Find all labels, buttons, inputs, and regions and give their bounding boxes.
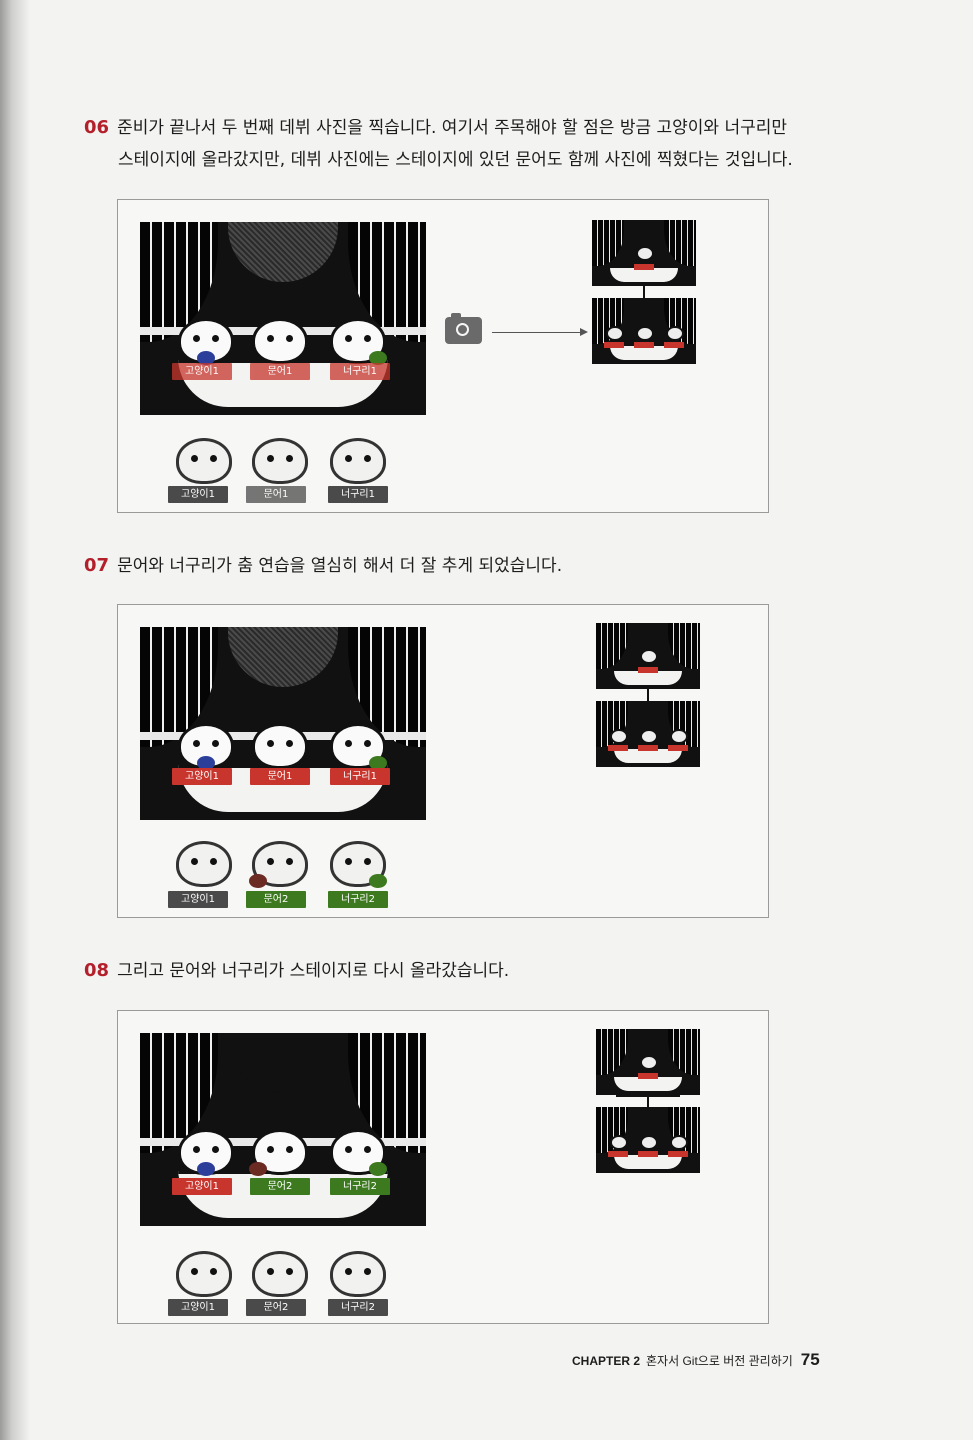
stage-backdrop [228, 627, 338, 687]
stage-tag-cat: 고양이1 [172, 768, 232, 785]
figure-08: 고양이1 문어2 너구리2 고양이1 문어2 너구리2 [117, 1010, 769, 1324]
step-text-line2: 스테이지에 올라갔지만, 데뷔 사진에는 스테이지에 있던 문어도 함께 사진에… [118, 150, 793, 170]
step-08: 08 그리고 문어와 너구리가 스테이지로 다시 올라갔습니다. [84, 955, 509, 987]
stage: 고양이1 문어1 너구리1 [140, 222, 426, 415]
cat-character [176, 1251, 232, 1297]
snapshot-history [596, 1029, 700, 1185]
raccoon-character [330, 438, 386, 484]
offstage-tag-cat: 고양이1 [168, 1299, 228, 1316]
offstage-tag-octopus: 문어2 [246, 891, 306, 908]
octopus-character [252, 438, 308, 484]
octopus-character [252, 723, 308, 769]
step-number: 08 [84, 960, 110, 981]
step-number: 06 [84, 117, 110, 138]
footer-title: 혼자서 Git으로 버전 관리하기 [646, 1354, 793, 1368]
cat-character [178, 1129, 234, 1176]
octopus-character [252, 318, 308, 364]
step-text-line1: 문어와 너구리가 춤 연습을 열심히 해서 더 잘 추게 되었습니다. [117, 556, 563, 576]
figure-06: 고양이1 문어1 너구리1 고양이1 문어1 너구리1 [117, 199, 769, 513]
stage-tag-octopus: 문어1 [250, 768, 310, 785]
snapshot-2 [596, 1107, 700, 1173]
stage-tag-raccoon: 너구리1 [330, 363, 390, 380]
stage: 고양이1 문어2 너구리2 [140, 1033, 426, 1226]
octopus-character [249, 1129, 308, 1176]
snapshot-history [592, 220, 696, 376]
step-06: 06 준비가 끝나서 두 번째 데뷔 사진을 찍습니다. 여기서 주목해야 할 점… [84, 112, 793, 176]
snapshot-history [596, 623, 700, 779]
stage-tag-cat: 고양이1 [172, 1178, 232, 1195]
step-07: 07 문어와 너구리가 춤 연습을 열심히 해서 더 잘 추게 되었습니다. [84, 550, 562, 582]
step-number: 07 [84, 555, 110, 576]
octopus-character [252, 1251, 308, 1297]
stage: 고양이1 문어1 너구리1 [140, 627, 426, 820]
stage-tag-cat: 고양이1 [172, 363, 232, 380]
page-gutter-shadow [0, 0, 30, 1440]
raccoon-character [330, 318, 387, 365]
offstage-tag-raccoon: 너구리2 [328, 891, 388, 908]
snapshot-1 [596, 1029, 700, 1095]
raccoon-character [330, 1129, 387, 1176]
figure-07: 고양이1 문어1 너구리1 고양이1 문어2 너구리2 [117, 604, 769, 918]
offstage-tag-octopus: 문어2 [246, 1299, 306, 1316]
snapshot-2 [592, 298, 696, 364]
stage-tag-raccoon: 너구리1 [330, 768, 390, 785]
octopus-character [249, 841, 308, 888]
step-text-line1: 그리고 문어와 너구리가 스테이지로 다시 올라갔습니다. [117, 961, 510, 981]
stage-tag-raccoon: 너구리2 [330, 1178, 390, 1195]
step-text-line1: 준비가 끝나서 두 번째 데뷔 사진을 찍습니다. 여기서 주목해야 할 점은 … [117, 118, 788, 138]
cat-character [178, 723, 234, 770]
raccoon-character [330, 1251, 386, 1297]
page-footer: CHAPTER 2 혼자서 Git으로 버전 관리하기 75 [572, 1350, 820, 1370]
offstage-tag-cat: 고양이1 [168, 891, 228, 908]
raccoon-character [330, 723, 387, 770]
stage-backdrop [228, 1033, 338, 1093]
offstage-tag-octopus: 문어1 [246, 486, 306, 503]
snapshot-2 [596, 701, 700, 767]
stage-tag-octopus: 문어2 [250, 1178, 310, 1195]
camera-icon [445, 313, 482, 344]
offstage-tag-cat: 고양이1 [168, 486, 228, 503]
cat-character [176, 841, 232, 887]
offstage-tag-raccoon: 너구리1 [328, 486, 388, 503]
page-number: 75 [800, 1350, 820, 1369]
cat-character [178, 318, 234, 365]
raccoon-character [330, 841, 387, 888]
footer-chapter: CHAPTER 2 [572, 1354, 641, 1368]
cat-character [176, 438, 232, 484]
snapshot-1 [592, 220, 696, 286]
stage-backdrop [228, 222, 338, 282]
arrow-head [580, 328, 588, 336]
arrow-right-icon [492, 332, 582, 333]
snapshot-1 [596, 623, 700, 689]
offstage-tag-raccoon: 너구리2 [328, 1299, 388, 1316]
stage-tag-octopus: 문어1 [250, 363, 310, 380]
